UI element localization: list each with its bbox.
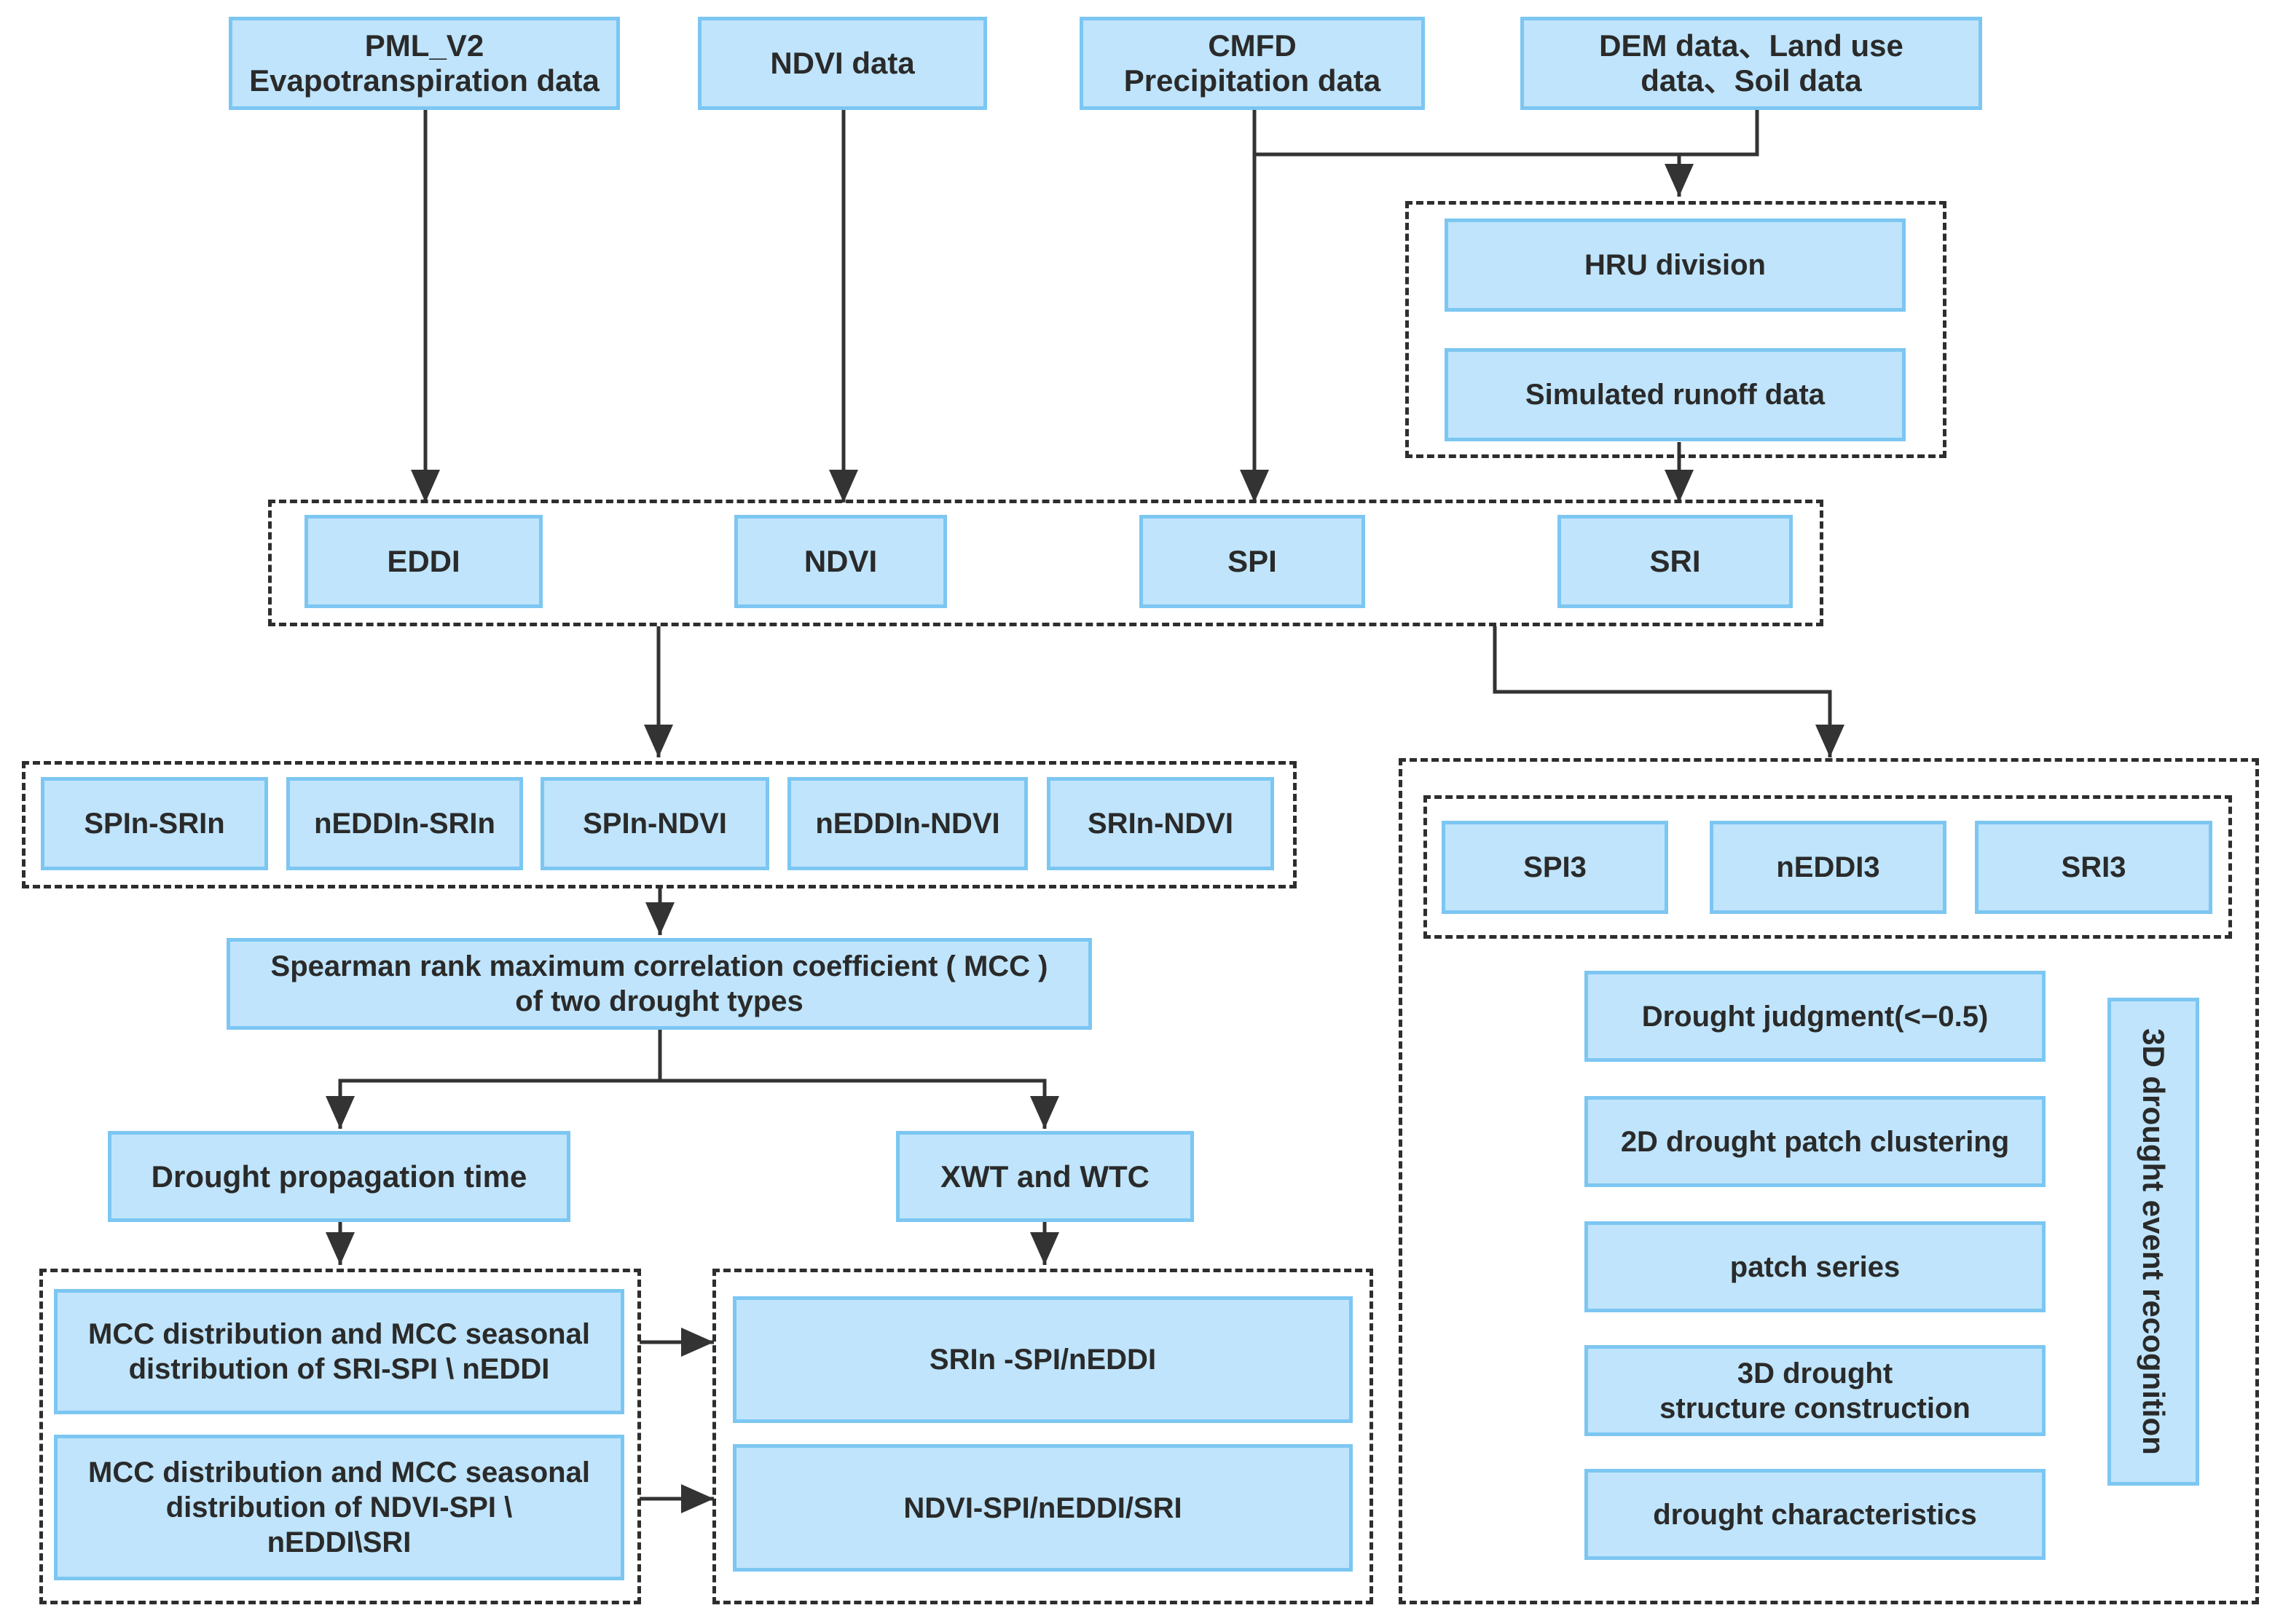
- simulated-runoff-box: Simulated runoff data: [1445, 348, 1906, 441]
- mcc-distribution-ndvi: MCC distribution and MCC seasonal distri…: [54, 1435, 624, 1580]
- pair-spin-srin: SPIn-SRIn: [41, 777, 268, 870]
- step-drought-judgment: Drought judgment(<−0.5): [1584, 971, 2046, 1062]
- drought-indices-group: [268, 500, 1823, 626]
- wavelet-results-group: [712, 1269, 1373, 1604]
- result-ndvi-spi-neddi-sri: NDVI-SPI/nEDDI/SRI: [733, 1444, 1353, 1572]
- source-cmfd: CMFD Precipitation data: [1080, 17, 1425, 110]
- line-mcc-branch: [326, 1029, 662, 1129]
- index-eddi: EDDI: [304, 515, 543, 608]
- scale3-indices-group: [1423, 795, 2232, 939]
- event-recognition-text: 3D drought event recognition: [2137, 1028, 2171, 1455]
- pair-neddin-srin: nEDDIn-SRIn: [286, 777, 523, 870]
- pair-srin-ndvi: SRIn-NDVI: [1047, 777, 1274, 870]
- source-ndvi-data: NDVI data: [698, 17, 987, 110]
- result-srin-spi-neddi: SRIn -SPI/nEDDI: [733, 1296, 1353, 1423]
- index-ndvi: NDVI: [734, 515, 947, 608]
- hru-division-box: HRU division: [1445, 218, 1906, 312]
- mcc-distribution-sri: MCC distribution and MCC seasonal distri…: [54, 1289, 624, 1414]
- line-cmfd-dem-join: [1254, 109, 1759, 157]
- index-spi3: SPI3: [1442, 821, 1668, 914]
- step-patch-series: patch series: [1584, 1221, 2046, 1312]
- event-recognition-label: 3D drought event recognition: [2107, 998, 2199, 1486]
- arrow-indices-to-scale3: [1493, 626, 1844, 757]
- event-recognition-group: [1399, 758, 2259, 1604]
- index-sri3: SRI3: [1975, 821, 2212, 914]
- mcc-distribution-group: [39, 1269, 641, 1604]
- drought-pairs-group: [22, 761, 1297, 888]
- index-neddi3: nEDDI3: [1710, 821, 1946, 914]
- pair-neddin-ndvi: nEDDIn-NDVI: [787, 777, 1028, 870]
- step-drought-characteristics: drought characteristics: [1584, 1469, 2046, 1560]
- index-spi: SPI: [1139, 515, 1365, 608]
- hydrologic-model-group: [1405, 201, 1946, 458]
- step-3d-structure: 3D drought structure construction: [1584, 1345, 2046, 1436]
- arrow-mcc-to-xwt: [660, 1079, 1059, 1129]
- mcc-box: Spearman rank maximum correlation coeffi…: [227, 938, 1092, 1030]
- xwt-wtc-box: XWT and WTC: [896, 1131, 1194, 1222]
- propagation-time-box: Drought propagation time: [108, 1131, 570, 1222]
- source-dem-landuse-soil: DEM data、Land use data、Soil data: [1520, 17, 1982, 110]
- index-sri: SRI: [1557, 515, 1793, 608]
- step-2d-patch-clustering: 2D drought patch clustering: [1584, 1096, 2046, 1187]
- pair-spin-ndvi: SPIn-NDVI: [541, 777, 769, 870]
- source-pml-v2: PML_V2 Evapotranspiration data: [229, 17, 620, 110]
